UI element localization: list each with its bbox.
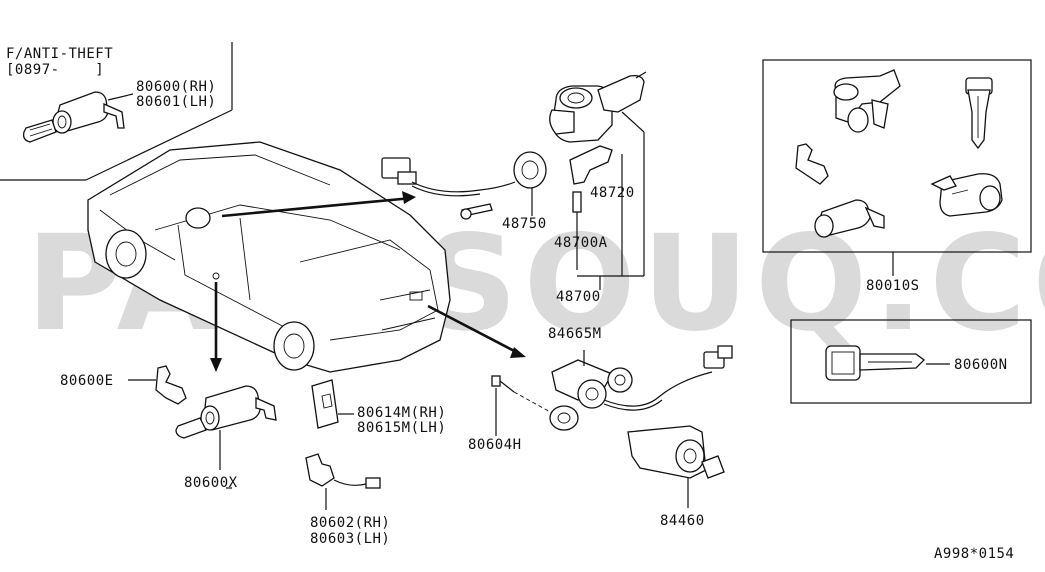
diagram-code: A998*0154 [934,546,1015,562]
part-label-80600n: 80600N [954,357,1008,373]
part-label-80010s: 80010S [866,278,920,294]
part-label-80600e: 80600E [60,373,114,389]
part-label-80601-lh: 80601(LH) [136,94,217,110]
anti-theft-box [0,42,233,181]
part-label-48700a: 48700A [554,235,608,251]
anti-theft-note-line1: F/ANTI-THEFT [6,46,114,62]
trunk-lock-assembly [549,345,733,508]
anti-theft-note-line2: [0897- ] [6,62,105,78]
bolt [491,375,555,436]
door-lock-cylinder-antitheft [22,91,134,143]
gasket-pad [311,379,354,429]
part-label-84665m: 84665M [548,326,602,342]
steering-lock-assembly [549,71,647,270]
door-lock-cylinder [175,385,277,470]
part-label-80600-rh: 80600(RH) [136,79,217,95]
part-label-80615m-lh: 80615M(LH) [357,420,447,436]
part-label-80600x: 80600X [184,475,238,491]
part-label-48720: 48720 [590,185,635,201]
callout-bracket-48700 [531,111,645,290]
spring-clip [128,365,187,405]
part-label-48700: 48700 [556,289,601,305]
part-label-84460: 84460 [660,513,705,529]
lock-set-box [762,59,1032,276]
part-label-80604h: 80604H [468,437,522,453]
key-box [790,319,1032,404]
part-label-80614m-rh: 80614M(RH) [357,405,447,421]
part-label-80603-lh: 80603(LH) [310,531,391,547]
ignition-harness [381,151,547,220]
part-label-80602-rh: 80602(RH) [310,515,391,531]
rod-connector [305,453,381,510]
part-label-48750: 48750 [502,216,547,232]
car-illustration [87,141,451,373]
pointer-arrows [210,191,526,372]
